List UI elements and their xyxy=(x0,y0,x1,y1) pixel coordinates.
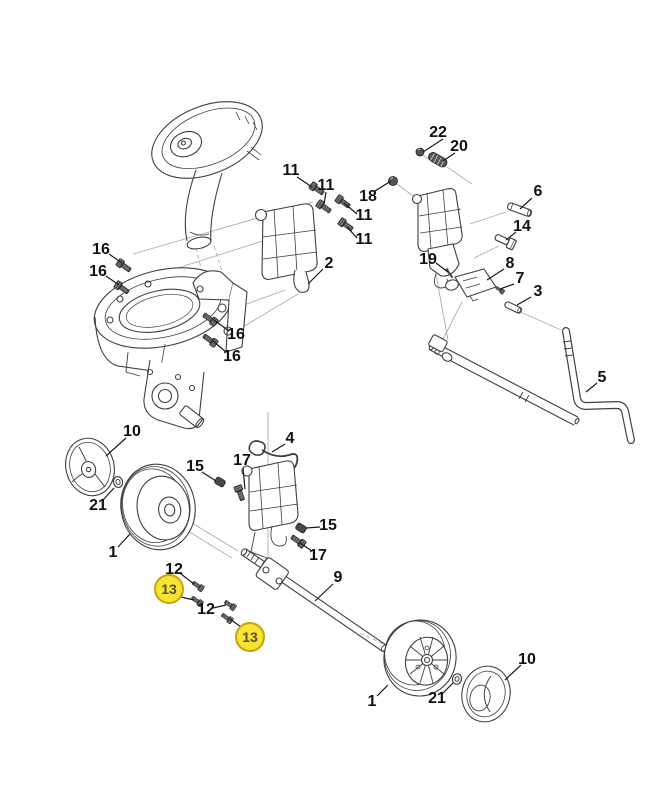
part-callout: 22 xyxy=(429,124,447,141)
part-callout: 11 xyxy=(355,231,373,248)
part-callout: 18 xyxy=(359,188,377,205)
part-callout: 4 xyxy=(285,430,295,447)
part-callout: 17 xyxy=(233,452,251,469)
part-callout: 6 xyxy=(533,183,543,200)
shift-bracket xyxy=(411,188,463,289)
part-callout: 9 xyxy=(333,569,343,586)
screw-7-icon xyxy=(494,285,506,295)
part-callout: 12 xyxy=(197,601,215,618)
part-callout-highlighted[interactable]: 13 xyxy=(235,622,265,652)
screw-13-icon xyxy=(219,611,235,625)
part-callout: 2 xyxy=(324,255,334,272)
part-callout: 1 xyxy=(108,544,118,561)
crank-handle xyxy=(562,327,635,444)
shift-block xyxy=(445,268,497,302)
part-callout: 20 xyxy=(450,138,468,155)
part-callout: 11 xyxy=(355,207,373,224)
pin-3-icon xyxy=(504,301,523,314)
part-callout: 10 xyxy=(518,651,536,668)
bolt-16-icon xyxy=(201,332,219,348)
part-callout: 21 xyxy=(428,690,446,707)
part-callout: 5 xyxy=(597,369,607,386)
part-callout: 19 xyxy=(419,251,437,268)
part-callout: 3 xyxy=(533,283,543,300)
clip-15-icon xyxy=(295,522,307,534)
wheel-left xyxy=(120,463,196,551)
part-callout: 17 xyxy=(309,547,327,564)
shift-rod xyxy=(428,334,580,426)
hubcap-left xyxy=(65,437,115,497)
part-callout: 8 xyxy=(505,255,515,272)
bolt-11-icon xyxy=(337,217,355,233)
spring-20-icon xyxy=(428,152,448,168)
part-callout: 7 xyxy=(515,270,525,287)
part-callout: 14 xyxy=(513,218,531,235)
part-callout: 15 xyxy=(186,458,204,475)
screw-12-icon xyxy=(190,579,206,593)
part-callout: 11 xyxy=(317,177,335,194)
part-callout: 10 xyxy=(123,423,141,440)
hubcap-right xyxy=(461,665,511,723)
handlebar-head xyxy=(151,101,263,179)
part-callout: 16 xyxy=(227,326,245,343)
part-callout-highlighted[interactable]: 13 xyxy=(154,574,184,604)
part-callout: 16 xyxy=(89,263,107,280)
handle-column xyxy=(184,169,223,250)
mount-bracket xyxy=(254,203,318,293)
axle-shaft xyxy=(240,548,394,655)
wheel-right xyxy=(383,619,457,697)
part-callout: 1 xyxy=(367,693,377,710)
clip-15-icon xyxy=(214,476,226,488)
hardware xyxy=(113,147,533,625)
washer-right xyxy=(451,673,463,685)
part-callout: 15 xyxy=(319,517,337,534)
part-callout: 12 xyxy=(165,561,183,578)
pin-6-icon xyxy=(506,202,533,218)
part-callout: 21 xyxy=(89,497,107,514)
wheel-bracket xyxy=(241,460,299,559)
transmission-housing xyxy=(93,267,248,377)
leader-lines xyxy=(102,138,598,697)
gearbox xyxy=(143,359,205,430)
part-callout: 16 xyxy=(223,348,241,365)
washer-left xyxy=(112,475,124,489)
part-callout: 16 xyxy=(92,241,110,258)
part-callout: 11 xyxy=(282,162,300,179)
